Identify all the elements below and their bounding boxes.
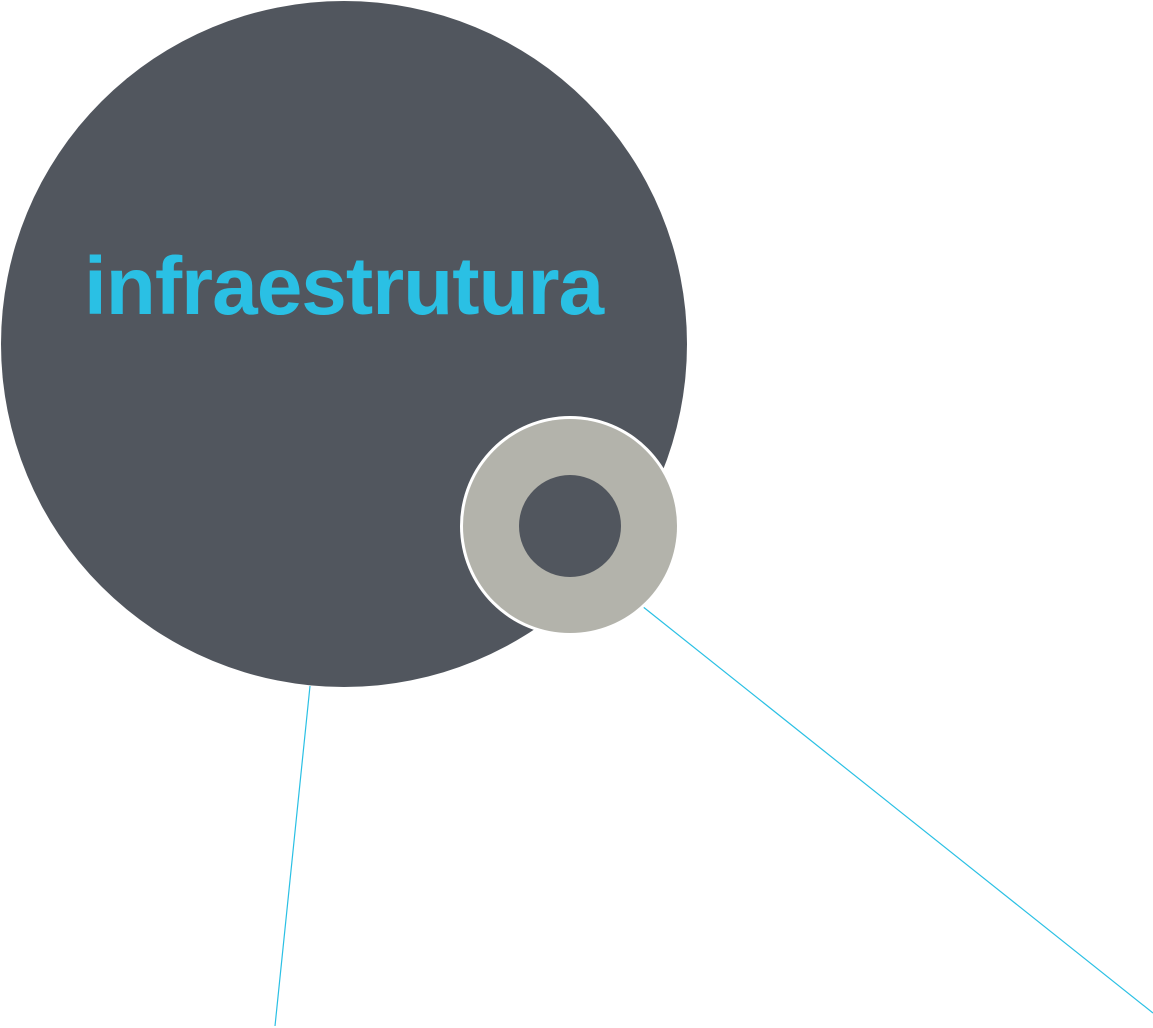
ring-icon	[463, 419, 677, 633]
diagram-title: infraestrutura	[84, 241, 606, 332]
connector-line-right	[641, 605, 1153, 1014]
ring-hole	[519, 475, 621, 577]
connector-line-left	[274, 685, 311, 1027]
